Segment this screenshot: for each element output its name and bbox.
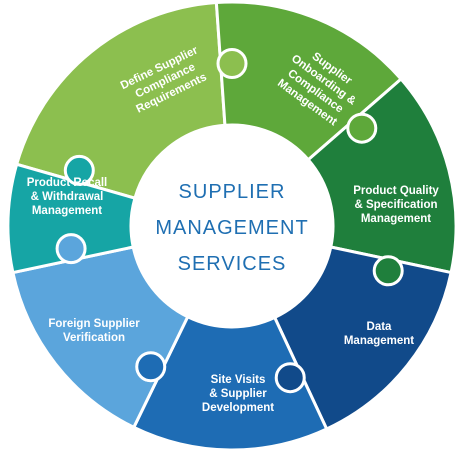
center-circle (131, 125, 333, 327)
segment-label-line: Product Recall (27, 177, 108, 189)
segment-label-line: & Specification (354, 199, 437, 211)
puzzle-knob-foreign (55, 233, 87, 265)
puzzle-knob-quality (372, 255, 404, 287)
segment-label-line: Product Quality (353, 185, 439, 197)
segment-label-line: & Supplier (209, 388, 267, 400)
puzzle-knob-site (135, 351, 167, 383)
center-title-line-1: SUPPLIER (179, 181, 286, 203)
segment-label-line: Site Visits (211, 374, 266, 386)
puzzle-knob-onboarding (346, 112, 378, 144)
segments-layer (6, 0, 458, 452)
segment-label-line: Management (361, 213, 431, 225)
segment-label-line: Foreign Supplier (48, 318, 140, 330)
puzzle-knob-define (216, 48, 248, 79)
segment-label-line: Development (202, 402, 274, 414)
center-title: SUPPLIER MANAGEMENT SERVICES (155, 181, 308, 275)
segment-label-line: Management (344, 335, 414, 347)
segment-label-line: Data (367, 321, 393, 333)
center-title-line-3: SERVICES (178, 253, 287, 275)
segment-label-line: Verification (63, 332, 125, 344)
center-title-line-2: MANAGEMENT (155, 217, 308, 239)
segment-label-line: & Withdrawal (31, 191, 104, 203)
puzzle-knob-data (274, 362, 306, 394)
puzzle-knob-recall (63, 154, 95, 186)
segment-label-line: Management (32, 205, 102, 217)
